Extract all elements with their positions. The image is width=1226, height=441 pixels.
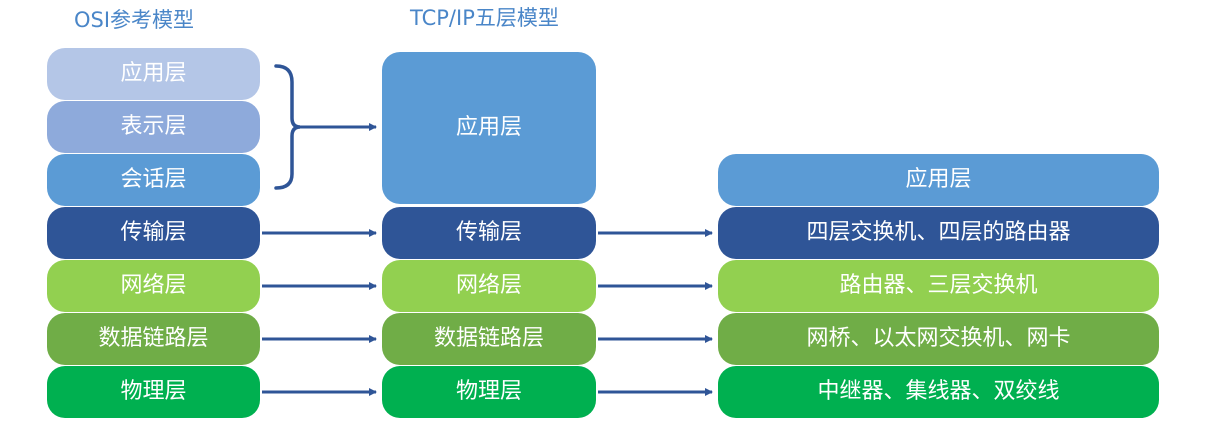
device-physical-layer: 中继器、集线器、双绞线 [718, 366, 1159, 418]
device-network-layer: 路由器、三层交换机 [718, 260, 1159, 312]
osi-session-layer: 会话层 [47, 154, 260, 206]
device-data-link-layer: 网桥、以太网交换机、网卡 [718, 313, 1159, 365]
tcpip-application-layer: 应用层 [382, 52, 596, 204]
osi-transport-layer: 传输层 [47, 207, 260, 259]
tcpip-transport-layer: 传输层 [382, 207, 596, 259]
device-application-layer: 应用层 [718, 154, 1159, 206]
osi-presentation-layer: 表示层 [47, 101, 260, 153]
osi-model-title: OSI参考模型 [74, 8, 195, 32]
osi-data-link-layer: 数据链路层 [47, 313, 260, 365]
tcpip-physical-layer: 物理层 [382, 366, 596, 418]
osi-application-layer: 应用层 [47, 48, 260, 100]
tcpip-model-title: TCP/IP五层模型 [410, 6, 559, 30]
upper-layers-brace [274, 64, 301, 190]
tcpip-network-layer: 网络层 [382, 260, 596, 312]
osi-physical-layer: 物理层 [47, 366, 260, 418]
osi-network-layer: 网络层 [47, 260, 260, 312]
tcpip-data-link-layer: 数据链路层 [382, 313, 596, 365]
device-transport-layer: 四层交换机、四层的路由器 [718, 207, 1159, 259]
